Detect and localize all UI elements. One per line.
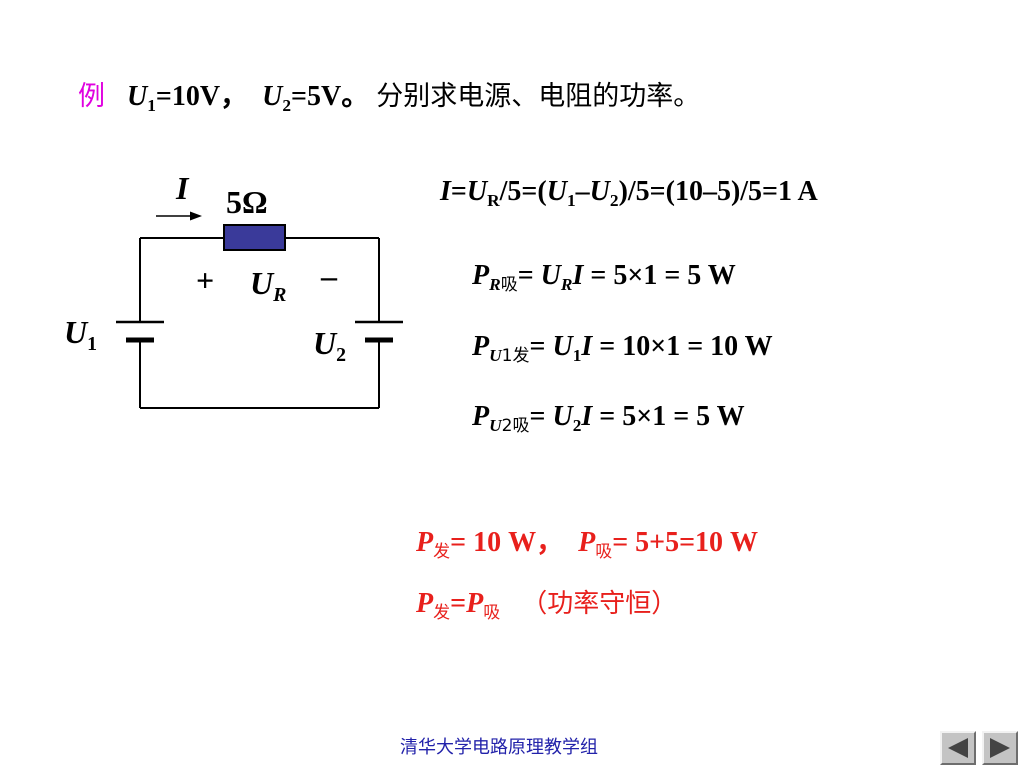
triangle-left-icon	[948, 738, 968, 758]
current-equation: I=UR/5=(U1–U2)/5=(10–5)/5=1 A	[440, 176, 818, 211]
next-slide-button[interactable]	[982, 731, 1018, 765]
prev-slide-button[interactable]	[940, 731, 976, 765]
ur-label: UR	[250, 265, 287, 306]
u1-power-equation: PU1发= U1I = 10×1 = 10 W	[472, 331, 773, 367]
current-arrow	[156, 211, 202, 221]
u2-label: U2	[313, 325, 347, 366]
conservation-note: （功率守恒）	[521, 589, 678, 619]
question-text: 分别求电源、电阻的功率。	[376, 81, 701, 112]
battery-u1	[116, 320, 164, 343]
u2-power-equation: PU2吸= U2I = 5×1 = 5 W	[472, 401, 745, 437]
u1-label: U1	[64, 314, 98, 355]
resistance-label: 5Ω	[226, 184, 268, 220]
power-summary: P发= 10 W， P吸= 5+5=10 W	[416, 527, 759, 562]
current-label: I	[176, 170, 189, 206]
resistor	[223, 224, 286, 251]
minus-sign: –	[321, 258, 337, 294]
resistor-power-equation: PR吸= URI = 5×1 = 5 W	[472, 260, 736, 296]
footer-credit: 清华大学电路原理教学组	[400, 737, 598, 758]
triangle-right-icon	[990, 738, 1010, 758]
battery-u2	[355, 320, 403, 343]
power-conservation: P发=P吸 （功率守恒）	[416, 588, 678, 623]
example-label: 例	[78, 81, 105, 112]
plus-sign: +	[196, 262, 215, 298]
